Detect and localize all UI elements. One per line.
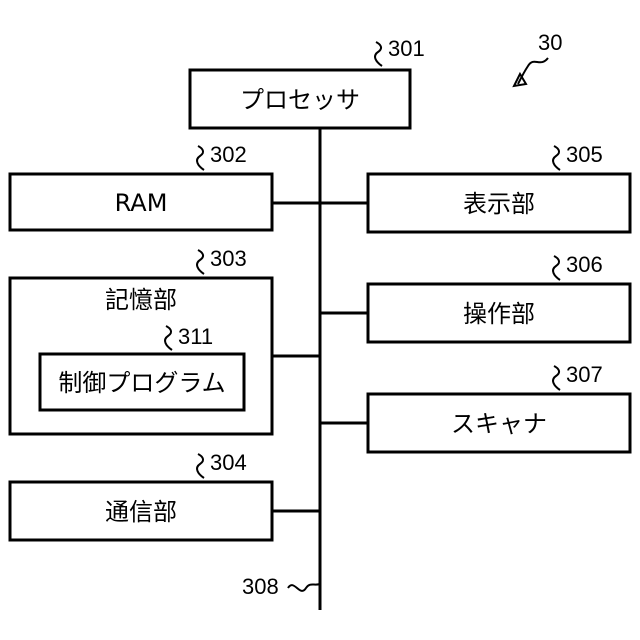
display-ref-label: 305 <box>566 142 603 167</box>
storage-label: 記憶部 <box>105 286 177 314</box>
ram-ref-label: 302 <box>210 142 247 167</box>
storage-ref-squiggle <box>197 250 204 274</box>
operation-ref-squiggle <box>553 256 560 280</box>
figure-ref-label: 30 <box>538 30 562 55</box>
control-program-ref-label: 311 <box>178 324 213 349</box>
processor-ref-squiggle <box>375 42 382 66</box>
scanner-ref-squiggle <box>553 366 560 390</box>
communication-label: 通信部 <box>105 498 177 526</box>
communication-ref-squiggle <box>197 454 204 478</box>
bus-ref-squiggle <box>288 584 320 591</box>
ram-ref-squiggle <box>197 146 204 170</box>
display-ref-squiggle <box>553 146 560 170</box>
display-label: 表示部 <box>463 190 535 218</box>
bus-ref-label: 308 <box>242 574 279 599</box>
operation-label: 操作部 <box>463 300 535 328</box>
scanner-ref-label: 307 <box>566 362 603 387</box>
processor-ref-label: 301 <box>388 36 425 61</box>
scanner-label: スキャナ <box>451 410 547 438</box>
operation-ref-label: 306 <box>566 252 603 277</box>
storage-ref-label: 303 <box>210 246 247 271</box>
processor-label: プロセッサ <box>240 86 360 114</box>
control-program-label: 制御プログラム <box>58 369 225 397</box>
ram-label: RAM <box>115 189 168 217</box>
communication-ref-label: 304 <box>210 450 247 475</box>
